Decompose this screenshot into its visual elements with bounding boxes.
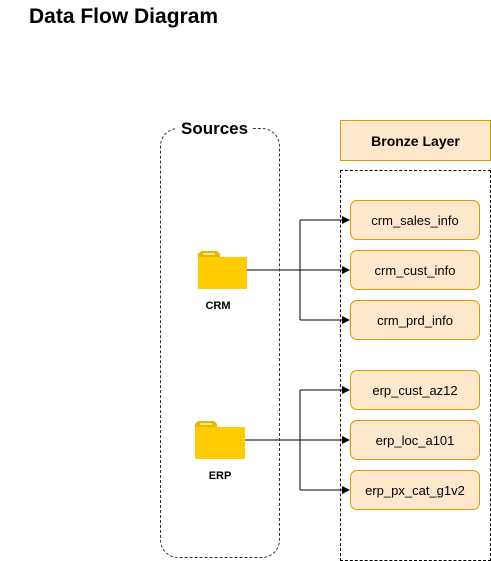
sources-group — [160, 128, 280, 558]
bronze-layer-header: Bronze Layer — [340, 120, 491, 161]
erp-folder-icon[interactable] — [194, 420, 245, 460]
crm-folder-icon[interactable] — [197, 250, 247, 290]
table-node-erp-loc-a101[interactable]: erp_loc_a101 — [350, 420, 480, 460]
table-node-erp-cust-az12[interactable]: erp_cust_az12 — [350, 370, 480, 410]
erp-label: ERP — [208, 470, 232, 482]
table-node-crm-prd-info[interactable]: crm_prd_info — [350, 300, 480, 340]
page-title: Data Flow Diagram — [29, 5, 219, 28]
table-node-crm-sales-info[interactable]: crm_sales_info — [350, 200, 480, 240]
table-node-crm-cust-info[interactable]: crm_cust_info — [350, 250, 480, 290]
sources-title: Sources — [177, 118, 253, 140]
crm-label: CRM — [205, 300, 231, 312]
table-node-erp-px-cat-g1v2[interactable]: erp_px_cat_g1v2 — [350, 470, 480, 510]
